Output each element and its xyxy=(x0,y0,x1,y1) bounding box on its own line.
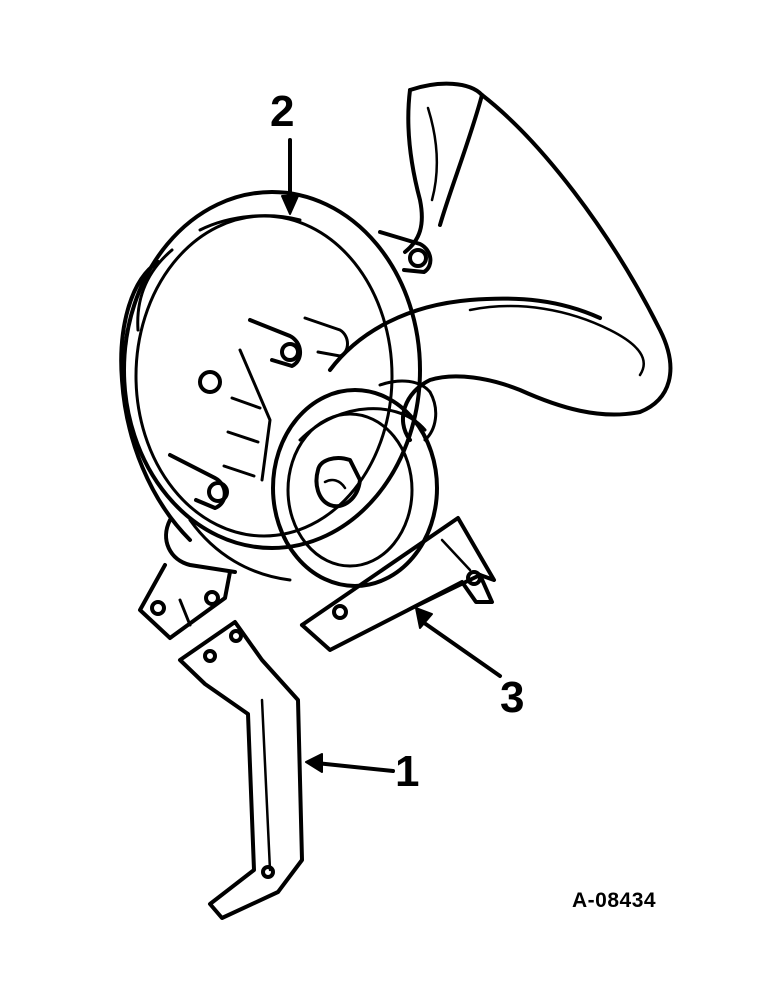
leader-line-3 xyxy=(416,608,500,676)
bracket-1 xyxy=(180,622,302,918)
horn-body xyxy=(121,192,420,580)
horn-mounting-foot xyxy=(140,520,235,638)
callout-label-2: 2 xyxy=(270,87,295,136)
leader-line-2 xyxy=(282,140,298,214)
horn-front-face xyxy=(273,381,437,586)
callout-label-1: 1 xyxy=(395,747,420,796)
callout-label-3: 3 xyxy=(500,673,525,722)
horn-trumpet xyxy=(330,84,670,440)
leader-line-1 xyxy=(306,754,393,772)
figure-code: A-08434 xyxy=(572,889,657,912)
horn-terminals xyxy=(170,232,430,508)
bracket-3 xyxy=(302,518,494,650)
